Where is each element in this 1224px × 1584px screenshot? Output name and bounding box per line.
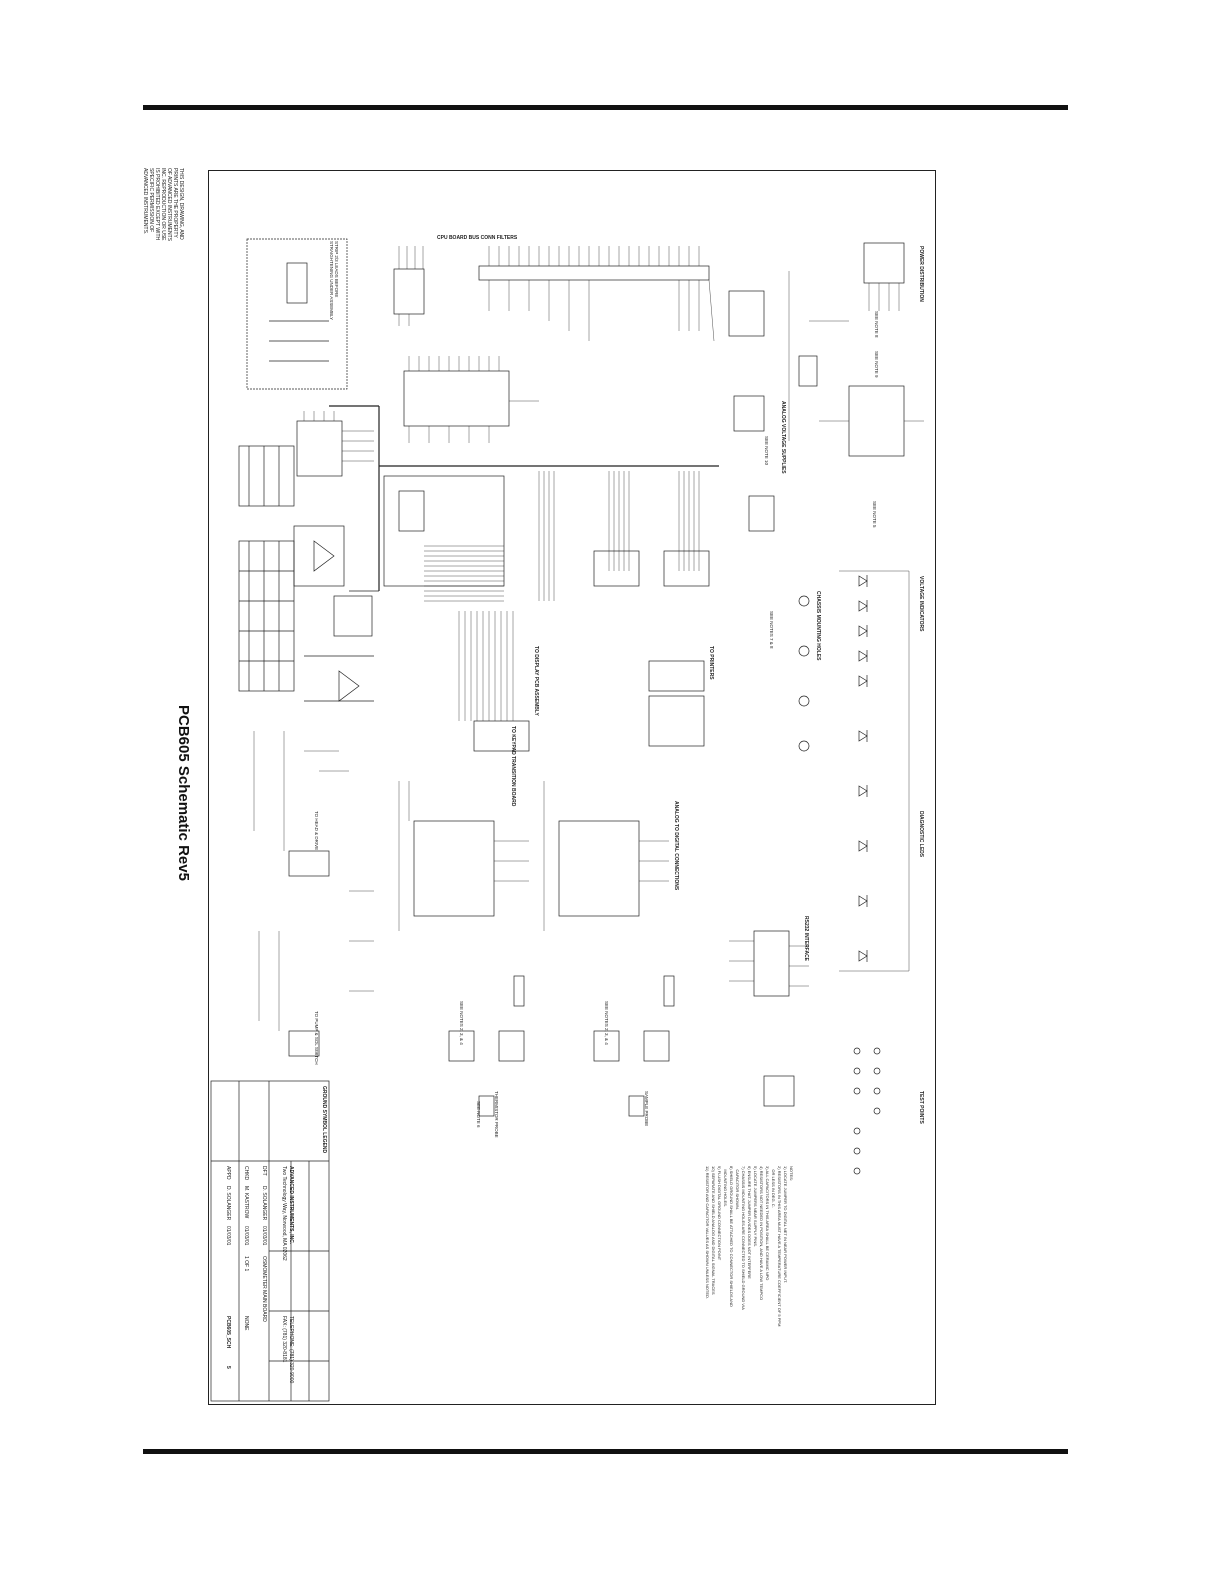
note-line: 3) ALL CAPACITORS IN THIS AREA SHALL BE … bbox=[765, 1166, 770, 1281]
page-title: PCB605 Schematic Rev5 bbox=[175, 705, 192, 881]
label-see-note-10: SEE NOTE 10 bbox=[764, 436, 769, 466]
section-to-display: TO DISPLAY PCB ASSEMBLY bbox=[533, 646, 539, 716]
section-diagnostic-leds: DIAGNOSTIC LEDS bbox=[918, 811, 924, 858]
note-line: 4) RESISTORS NOT NEEDED IN POSITION, AND… bbox=[759, 1166, 764, 1301]
schematic-sheet: POWER DISTRIBUTION CPU BOARD BUS CONN FI… bbox=[208, 170, 936, 1405]
section-analog-supplies: ANALOG VOLTAGE SUPPLIES bbox=[780, 401, 786, 474]
section-test-points: TEST POINTS bbox=[918, 1091, 924, 1124]
label-see-note-5: SEE NOTE 5 bbox=[872, 501, 877, 528]
note-line: 8) SHIELD GROUND SHALL BE ATTACHED TO CO… bbox=[729, 1166, 734, 1307]
section-voltage-indicators: VOLTAGE INDICATORS bbox=[918, 576, 924, 632]
bottom-rule bbox=[143, 1449, 1068, 1454]
approved-label: APPD bbox=[225, 1166, 231, 1180]
section-cpu-bus: CPU BOARD BUS CONN FILTERS bbox=[437, 235, 518, 241]
section-to-printers: TO PRINTERS bbox=[708, 646, 714, 680]
approved-date: 01/03/01 bbox=[225, 1226, 231, 1246]
checked-label: CHKD bbox=[243, 1166, 249, 1181]
label-see-notes-a: SEE NOTES 2, 3, & 4 bbox=[459, 1001, 464, 1045]
label-led-note: STRIP 2/3 LEADS BEFORE STRAIGHTENING UND… bbox=[329, 241, 339, 321]
checked-date: 01/03/01 bbox=[243, 1226, 249, 1246]
note-line: 1) LOCATE JUMPER TO DIGITAL NET IN NEAR … bbox=[783, 1166, 788, 1284]
note-line: 5) LOCATE JUMPERS NEAR SUPPLY PINS. bbox=[753, 1166, 758, 1247]
label-to-head: TO HEAD & DRIVE bbox=[314, 811, 319, 851]
label-to-pump: TO PUMP & SOL SWITCH bbox=[314, 1011, 319, 1065]
top-rule bbox=[143, 105, 1068, 110]
drawn-label: DFT bbox=[261, 1166, 267, 1176]
section-chassis-holes: CHASSIS MOUNTING HOLES bbox=[815, 591, 821, 661]
revision: 5 bbox=[225, 1366, 231, 1369]
checked-by: M. KASTROW bbox=[243, 1186, 249, 1219]
note-line: 7) CHASSIS MOUNTING HOLES ARE CONNECTED … bbox=[741, 1166, 746, 1310]
schematic-drawing bbox=[210, 238, 924, 1402]
label-sample-probe: SAMPLE PROBE bbox=[644, 1091, 649, 1127]
description: OSMOMETER MAIN BOARD bbox=[261, 1256, 267, 1322]
note-line: 11) RESISTOR AND CAPACITOR VALUES AS SHO… bbox=[705, 1166, 710, 1299]
company-address: Two Technology Way, Norwood, MA 02062 bbox=[281, 1166, 287, 1261]
drawing-number: PCB605_SCH bbox=[225, 1316, 231, 1349]
label-see-note-6: SEE NOTE 6 bbox=[476, 1101, 481, 1128]
section-rs232: RS232 INTERFACE bbox=[803, 916, 809, 962]
company-telephone: TELEPHONE: (781) 320-9000 bbox=[288, 1316, 294, 1384]
sheet-number: 1 OF 1 bbox=[243, 1256, 249, 1272]
ground-legend-title: GROUND SYMBOL LEGEND bbox=[321, 1086, 327, 1154]
note-line: 10) SEPARATE AND SHIELD ANALOG AND DIGIT… bbox=[711, 1166, 716, 1295]
section-analog-to-digital: ANALOG TO DIGITAL CONNECTIONS bbox=[673, 801, 679, 891]
notes-block: NOTES: 1) LOCATE JUMPER TO DIGITAL NET I… bbox=[704, 1166, 794, 1326]
section-to-keypad: TO KEYPAD TRANSITION BOARD bbox=[510, 726, 516, 807]
drawn-date: 01/03/01 bbox=[261, 1226, 267, 1246]
label-thermistor: THERMISTOR PROBE bbox=[494, 1091, 499, 1138]
approved-by: D. SOLANGER bbox=[225, 1186, 231, 1221]
scale: NONE bbox=[243, 1316, 249, 1331]
label-see-notes-b: SEE NOTES 2, 3, & 4 bbox=[604, 1001, 609, 1045]
disclaimer-text: THIS DESIGN, DRAWING, AND PRINTS ARE THE… bbox=[142, 168, 184, 241]
note-line: 9) FLUSH DIGITAL GROUND CONNECTION POINT bbox=[717, 1166, 722, 1261]
label-see-note-9: SEE NOTE 9 bbox=[874, 351, 879, 378]
company-name: ADVANCED INSTRUMENTS, INC. bbox=[288, 1166, 294, 1245]
label-see-note-8: SEE NOTE 8 bbox=[874, 311, 879, 338]
note-line: 2) RESISTORS IN THIS AREA MUST HAVE A TE… bbox=[777, 1166, 782, 1327]
company-fax: FAX: (781) 320-8181 bbox=[281, 1316, 287, 1363]
label-see-notes-7: SEE NOTES 7 & 8 bbox=[769, 611, 774, 649]
notes-heading: NOTES: bbox=[789, 1166, 794, 1181]
note-line: 6) ENSURE THAT JUMPER DIVIDES DOES NOT I… bbox=[747, 1166, 752, 1279]
section-power-distribution: POWER DISTRIBUTION bbox=[918, 246, 924, 302]
drawn-by: D. SOLANGER bbox=[261, 1186, 267, 1221]
